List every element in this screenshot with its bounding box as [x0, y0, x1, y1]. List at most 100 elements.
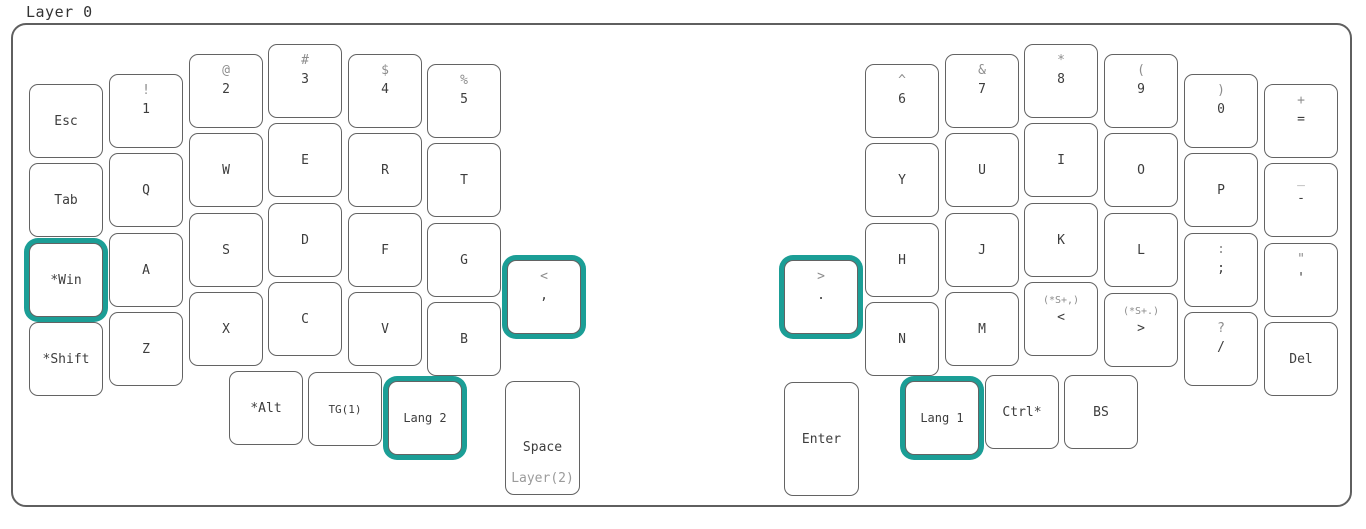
key-r[interactable]: R — [348, 133, 422, 207]
key-g[interactable]: G — [427, 223, 501, 297]
key-ctrl[interactable]: Ctrl* — [985, 375, 1059, 449]
key-5[interactable]: %5 — [427, 64, 501, 138]
key-tap-legend: M — [978, 321, 986, 337]
key-shifted-legend: (*S+,) — [1042, 295, 1080, 306]
key-9[interactable]: (9 — [1104, 54, 1178, 128]
key-n[interactable]: N — [865, 302, 939, 376]
key-shifted-legend: @ — [222, 63, 230, 78]
key-tap-legend: D — [301, 232, 309, 248]
key-shifted-greater-than[interactable]: (*S+.) > — [1104, 293, 1178, 367]
key-7[interactable]: &7 — [945, 54, 1019, 128]
key-tap-legend: J — [978, 242, 986, 258]
key-semicolon[interactable]: :; — [1184, 233, 1258, 307]
key-tap-legend: *Shift — [42, 351, 90, 367]
key-tap-legend: , — [540, 288, 548, 303]
key-tap-legend: E — [301, 152, 309, 168]
key-shifted-less-than[interactable]: (*S+,)< — [1024, 282, 1098, 356]
key-tap-legend: N — [898, 331, 906, 347]
key-tap-legend: Space — [522, 440, 563, 455]
key-minus[interactable]: _- — [1264, 163, 1338, 237]
key-tap-legend: Z — [142, 341, 150, 357]
key-tap-legend: = — [1297, 112, 1305, 127]
key-tap-legend: Lang 2 — [403, 410, 447, 425]
key-shifted-legend: & — [978, 63, 986, 78]
key-f[interactable]: F — [348, 213, 422, 287]
key-tap-legend: K — [1057, 232, 1065, 248]
key-sub-legend: Layer(2) — [511, 471, 574, 486]
key-p[interactable]: P — [1184, 153, 1258, 227]
key-tap-legend: ; — [1217, 261, 1225, 276]
key-0[interactable]: )0 — [1184, 74, 1258, 148]
key-shifted-legend: $ — [381, 63, 389, 78]
key-t[interactable]: T — [427, 143, 501, 217]
key-tap-legend: L — [1137, 242, 1145, 258]
key-left-shift[interactable]: *Shift — [29, 322, 103, 396]
key-shifted-legend: _ — [1297, 172, 1305, 187]
key-b[interactable]: B — [427, 302, 501, 376]
key-tap-legend: U — [978, 162, 986, 178]
key-6[interactable]: ^6 — [865, 64, 939, 138]
key-quote[interactable]: "' — [1264, 243, 1338, 317]
key-3[interactable]: #3 — [268, 44, 342, 118]
key-tap-legend: 2 — [222, 82, 230, 97]
key-lang-1[interactable]: Lang 1 — [905, 381, 979, 455]
key-tap-legend: *Win — [50, 272, 82, 288]
key-tap-legend: Y — [898, 172, 906, 188]
key-tap-legend: 5 — [460, 92, 468, 107]
key-slash[interactable]: ?/ — [1184, 312, 1258, 386]
key-j[interactable]: J — [945, 213, 1019, 287]
key-2[interactable]: @2 — [189, 54, 263, 128]
key-z[interactable]: Z — [109, 312, 183, 386]
key-tap-legend: I — [1057, 152, 1065, 168]
key-shifted-legend: ( — [1137, 63, 1145, 78]
key-l[interactable]: L — [1104, 213, 1178, 287]
key-d[interactable]: D — [268, 203, 342, 277]
key-shifted-legend: ! — [142, 83, 150, 98]
key-u[interactable]: U — [945, 133, 1019, 207]
key-a[interactable]: A — [109, 233, 183, 307]
key-4[interactable]: $4 — [348, 54, 422, 128]
key-x[interactable]: X — [189, 292, 263, 366]
key-tap-legend: BS — [1093, 404, 1109, 420]
key-dot[interactable]: >. — [784, 260, 858, 334]
key-del[interactable]: Del — [1264, 322, 1338, 396]
key-esc[interactable]: Esc — [29, 84, 103, 158]
key-tap-legend: 0 — [1217, 102, 1225, 117]
key-tap-legend: 7 — [978, 82, 986, 97]
key-shifted-legend: ) — [1217, 83, 1225, 98]
key-v[interactable]: V — [348, 292, 422, 366]
key-enter[interactable]: Enter — [784, 382, 859, 496]
key-m[interactable]: M — [945, 292, 1019, 366]
key-w[interactable]: W — [189, 133, 263, 207]
key-comma[interactable]: <, — [507, 260, 581, 334]
key-q[interactable]: Q — [109, 153, 183, 227]
key-8[interactable]: *8 — [1024, 44, 1098, 118]
key-o[interactable]: O — [1104, 133, 1178, 207]
key-y[interactable]: Y — [865, 143, 939, 217]
key-tap-legend: / — [1217, 340, 1225, 355]
key-win[interactable]: *Win — [29, 243, 103, 317]
key-tap-legend: W — [222, 162, 230, 178]
key-i[interactable]: I — [1024, 123, 1098, 197]
key-bs[interactable]: BS — [1064, 375, 1138, 449]
key-shifted-legend: (*S+.) — [1122, 306, 1160, 317]
key-tap-legend: 9 — [1137, 82, 1145, 97]
key-shifted-legend: " — [1297, 252, 1305, 267]
key-e[interactable]: E — [268, 123, 342, 197]
key-c[interactable]: C — [268, 282, 342, 356]
key-equals[interactable]: += — [1264, 84, 1338, 158]
key-alt[interactable]: *Alt — [229, 371, 303, 445]
key-s[interactable]: S — [189, 213, 263, 287]
key-tap-legend: R — [381, 162, 389, 178]
key-1[interactable]: !1 — [109, 74, 183, 148]
key-tg-1[interactable]: TG(1) — [308, 372, 382, 446]
key-tap-legend: Lang 1 — [920, 410, 964, 425]
key-k[interactable]: K — [1024, 203, 1098, 277]
key-tab[interactable]: Tab — [29, 163, 103, 237]
key-h[interactable]: H — [865, 223, 939, 297]
key-lang-2[interactable]: Lang 2 — [388, 381, 462, 455]
key-tap-legend: > — [1137, 321, 1145, 336]
